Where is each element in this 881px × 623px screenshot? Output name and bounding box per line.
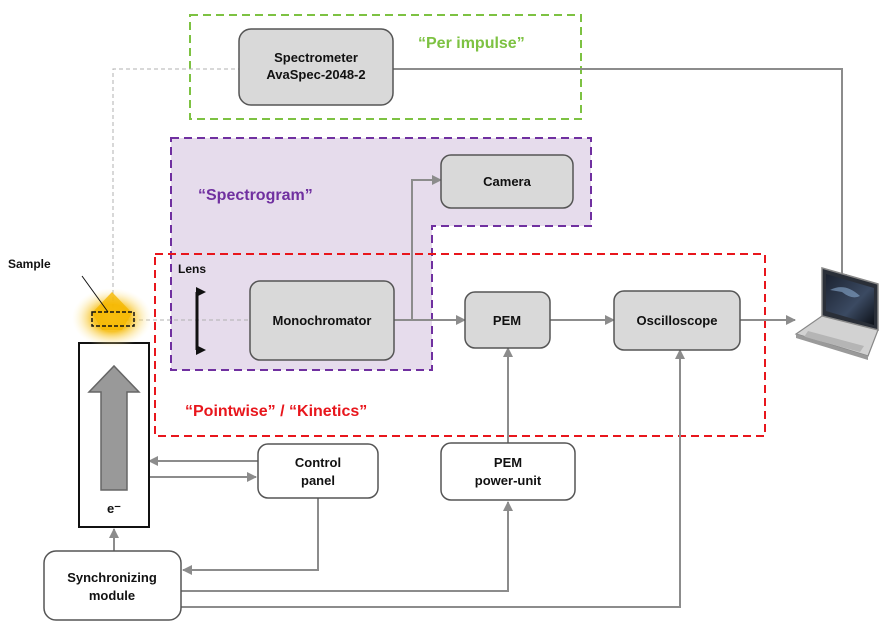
- optical-path-to-spectrometer: [112, 68, 240, 315]
- oscilloscope-label: Oscilloscope: [637, 313, 718, 328]
- pointwise-kinetics-label: “Pointwise” / “Kinetics”: [185, 403, 367, 420]
- sample-pointer: [81, 275, 109, 313]
- conn-sync-oscilloscope: [181, 349, 685, 608]
- per-impulse-label: “Per impulse”: [418, 35, 525, 52]
- synchronizing-module-box: Synchronizing module: [43, 550, 182, 621]
- camera-label: Camera: [483, 174, 531, 189]
- control-panel-label-2: panel: [301, 473, 335, 488]
- monochromator-label: Monochromator: [273, 313, 372, 328]
- sample-label: Sample: [8, 257, 51, 271]
- pem-power-label: PEM: [494, 455, 522, 470]
- per-impulse-region: [189, 14, 582, 120]
- monochromator-box: Monochromator: [249, 280, 395, 361]
- conn-spectrometer-laptop: [393, 68, 847, 284]
- camera-box: Camera: [440, 154, 574, 209]
- control-panel-label: Control: [295, 455, 341, 470]
- spectrometer-label: Spectrometer: [274, 50, 358, 65]
- spectrometer-box: Spectrometer AvaSpec-2048-2: [238, 28, 394, 106]
- sync-label-2: module: [89, 588, 135, 603]
- spectrometer-model-label: AvaSpec-2048-2: [266, 67, 365, 82]
- conn-control-sync: [182, 498, 319, 575]
- spectrogram-label: “Spectrogram”: [198, 187, 313, 204]
- lens-label: Lens: [178, 262, 206, 276]
- pointwise-region: [154, 253, 766, 437]
- accelerator-box: e⁻: [78, 342, 150, 528]
- control-panel-box: Control panel: [257, 443, 379, 499]
- conn-sync-pempower: [181, 501, 513, 592]
- pem-label: PEM: [493, 313, 521, 328]
- pem-power-label-2: power-unit: [475, 473, 542, 488]
- laptop-icon: [794, 267, 879, 360]
- pem-power-unit-box: PEM power-unit: [440, 442, 576, 501]
- conn-monochromator-camera: [411, 175, 442, 320]
- electron-label: e⁻: [107, 501, 121, 516]
- oscilloscope-box: Oscilloscope: [613, 290, 741, 351]
- sample: [72, 288, 152, 348]
- sample-shape: [92, 292, 132, 330]
- sync-label: Synchronizing: [67, 570, 157, 585]
- beam-arrow-icon: [87, 364, 141, 491]
- pem-box: PEM: [464, 291, 551, 349]
- sample-target: [91, 311, 135, 327]
